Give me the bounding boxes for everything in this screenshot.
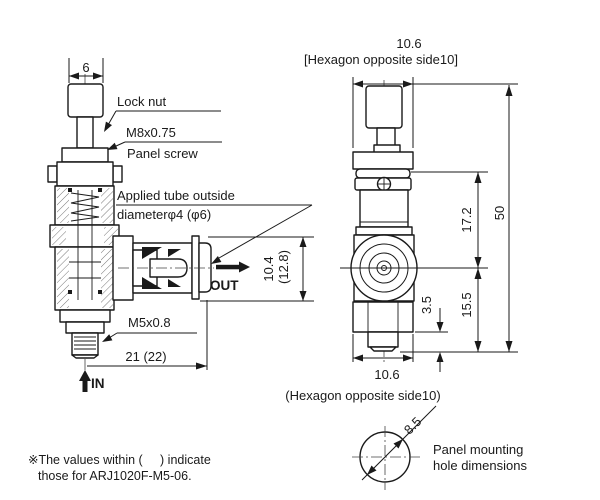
- dim-width-bottom: 10.6: [374, 367, 399, 382]
- side-stem: [376, 127, 396, 148]
- label-bottom-thread: M5x0.8: [128, 315, 171, 330]
- side-shoulder: [355, 226, 413, 236]
- seal-detail: [68, 290, 72, 294]
- seal-detail: [98, 188, 102, 192]
- dim-total-height: 50: [492, 206, 507, 220]
- panel-screw-body: [56, 161, 114, 187]
- section-hatch: [101, 249, 113, 308]
- dim-knob-width: 6: [82, 60, 89, 75]
- side-knob: [365, 85, 403, 129]
- front-view-dimensions: 6 Lock nut M8x0.75 Panel screw Applied t…: [68, 58, 314, 392]
- seal-detail: [68, 188, 72, 192]
- footnote-line1: ※The values within ( ) indicate: [28, 453, 211, 467]
- panel-screw-flat-right: [112, 165, 123, 183]
- section-hatch: [57, 188, 69, 223]
- side-view-dimensions: 10.6 [Hexagon opposite side10] 50 17.2 1…: [285, 36, 518, 403]
- section-hatch: [101, 188, 113, 223]
- port-out-label: OUT: [210, 278, 239, 293]
- in-flow-arrow: [82, 379, 88, 392]
- label-lock-nut: Lock nut: [117, 94, 167, 109]
- port-in-label: IN: [91, 376, 105, 391]
- dim-hole-diameter: 8.5: [401, 414, 424, 437]
- seal-wedge: [142, 247, 162, 259]
- hex-note-bottom: (Hexagon opposite side10): [285, 388, 440, 403]
- out-flow-arrow: [216, 264, 240, 270]
- bottom-hex: [65, 321, 105, 334]
- front-section-view: [47, 74, 214, 370]
- dim-port-height-alt: (12.8): [276, 250, 291, 284]
- side-stud-tip: [369, 346, 397, 352]
- side-upper-body: [359, 189, 409, 228]
- section-hatch: [57, 249, 69, 308]
- dim-width-top: 10.6: [396, 36, 421, 51]
- spring-detail: [70, 192, 100, 222]
- side-stud: [367, 331, 399, 348]
- side-hex: [352, 301, 414, 333]
- hex-collar: [355, 168, 411, 179]
- panel-hole-detail: 8.5 Panel mounting hole dimensions: [352, 405, 527, 490]
- footnote-line2: those for ARJ1020F-M5-06.: [38, 469, 192, 483]
- lock-nut: [61, 147, 109, 163]
- label-tube-line2: diameterφ4 (φ6): [117, 207, 211, 222]
- seal-detail: [98, 290, 102, 294]
- dim-lower: 15.5: [459, 292, 474, 317]
- footnote: ※The values within ( ) indicate those fo…: [28, 453, 211, 483]
- adjust-knob: [67, 83, 104, 118]
- section-hatch: [52, 227, 66, 245]
- seal-wedge: [168, 279, 181, 287]
- seal-wedge: [168, 249, 181, 257]
- stud-tip: [71, 354, 99, 359]
- adjust-stem: [76, 116, 94, 149]
- bottom-neck: [59, 309, 111, 323]
- fitting-cap: [198, 242, 212, 293]
- dim-length: 21 (22): [125, 349, 166, 364]
- hex-note-top: [Hexagon opposite side10]: [304, 52, 458, 67]
- dim-port-height: 10.4: [261, 256, 276, 281]
- side-lock-nut: [352, 151, 414, 170]
- label-tube-line1: Applied tube outside: [117, 188, 235, 203]
- fitting-flange: [191, 235, 200, 300]
- label-panel-thread: M8x0.75: [126, 125, 176, 140]
- m5-stud: [71, 332, 99, 356]
- dim-upper: 17.2: [459, 207, 474, 232]
- tube-bore: [149, 258, 188, 278]
- seal-wedge: [142, 277, 162, 289]
- dim-stud: 3.5: [419, 296, 434, 314]
- panel-hole-caption-2: hole dimensions: [433, 458, 527, 473]
- panel-hole-caption-1: Panel mounting: [433, 442, 523, 457]
- label-panel-screw: Panel screw: [127, 146, 198, 161]
- panel-screw-flat-left: [47, 165, 58, 183]
- thread-lines: [74, 336, 96, 350]
- side-view: [350, 80, 418, 362]
